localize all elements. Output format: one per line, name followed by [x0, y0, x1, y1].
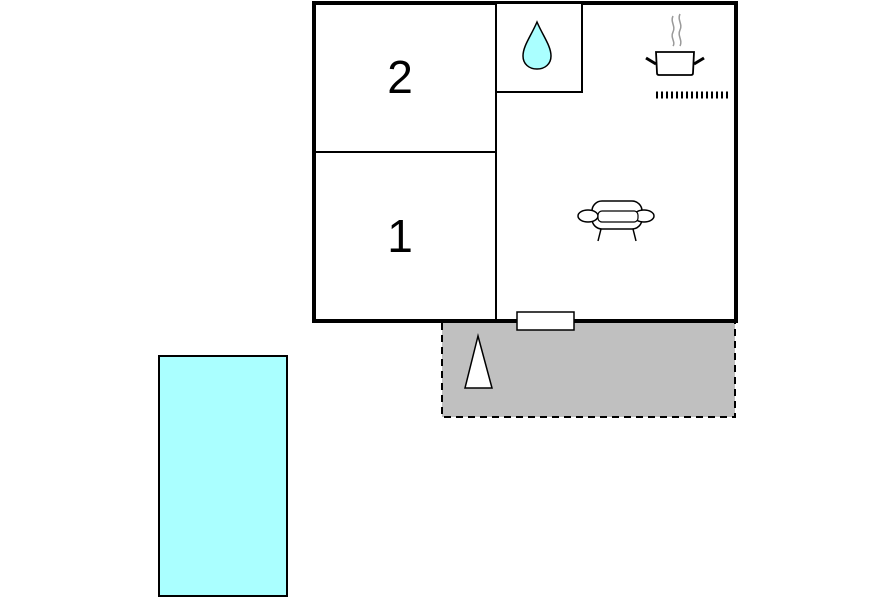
room-label-1: 1 [387, 210, 413, 262]
parasol-icon [464, 333, 493, 389]
terrace [441, 321, 736, 418]
sofa-icon [577, 200, 655, 242]
water-drop-icon [522, 20, 552, 70]
cooking-pot-icon [645, 13, 705, 76]
swimming-pool [158, 355, 288, 597]
room-label-2: 2 [387, 51, 413, 103]
entrance-door [516, 311, 575, 331]
